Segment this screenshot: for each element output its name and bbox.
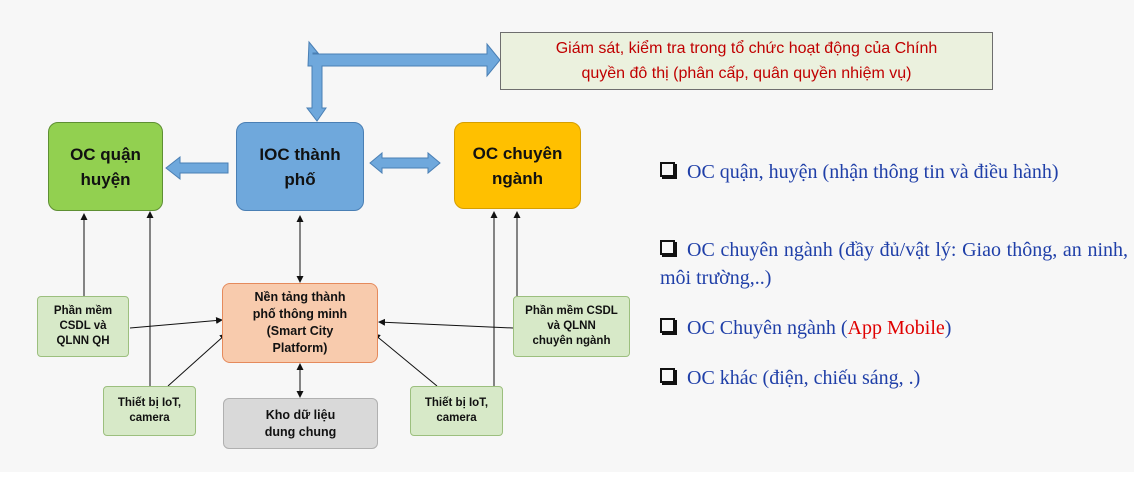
iot-right-to-platform-line [373,333,438,387]
oc-quan-huyen-node: OC quận huyện [48,122,163,211]
bullet-text: OC khác (điện, chiếu sáng, .) [687,367,921,389]
sw-nganh-label-1: Phần mềm CSDL [525,305,618,317]
bullet-red-text: App Mobile [847,317,945,339]
platform-label-4: Platform) [272,341,328,355]
ioc-notice-arrow [305,40,501,122]
sw-qh-label-1: Phần mềm [53,305,113,317]
iot-left-to-platform-line [167,333,227,387]
platform-label-1: Nền tảng thành [254,290,346,304]
bullet-item: OC Chuyên ngành (App Mobile) [660,314,1128,342]
bullet-tail-text: ) [944,317,952,339]
bullet-text: OC quận, huyện (nhận thông tin và điều h… [687,161,1059,183]
shared-data-store-node: Kho dữ liệu dung chung [223,398,378,449]
oc-chuyen-nganh-node: OC chuyên ngành [454,122,581,209]
bullet-item: OC khác (điện, chiếu sáng, .) [660,364,1128,392]
supervision-notice-box: Giám sát, kiểm tra trong tổ chức hoạt độ… [500,32,993,90]
ioc-label-2: phố [284,169,316,189]
bullet-text: OC Chuyên ngành ( [687,317,848,339]
ioc-label-1: IOC thành [259,144,341,164]
ioc-oc-nganh-arrow [369,151,441,175]
swqh-to-platform-line [129,317,223,329]
datastore-label-2: dung chung [264,424,337,439]
iot-left-label-2: camera [129,412,170,424]
oc-quan-label-2: huyện [80,169,131,189]
software-nganh-node: Phần mềm CSDL và QLNN chuyên ngành [513,296,630,357]
bullet-item: OC quận, huyện (nhận thông tin và điều h… [660,158,1128,186]
ioc-thanh-pho-node: IOC thành phố [236,122,364,211]
bullet-text: OC chuyên ngành (đầy đủ/vật lý: Giao thô… [660,239,1128,289]
sw-qh-label-3: QLNN QH [56,335,110,347]
oc-nganh-label-2: ngành [492,168,543,188]
notice-line-2: quyền đô thị (phân cấp, quân quyền nhiệm… [581,65,912,82]
iot-right-label-2: camera [436,412,477,424]
iot-left-label-1: Thiết bị IoT, [117,397,182,409]
ioc-to-oc-quan-arrow [165,155,229,181]
notice-line-1: Giám sát, kiểm tra trong tổ chức hoạt độ… [555,40,938,57]
oc-nganh-label-1: OC chuyên [472,143,563,163]
iot-right-label-1: Thiết bị IoT, [424,397,489,409]
sw-nganh-label-2: và QLNN [547,320,596,332]
iot-camera-right-node: Thiết bị IoT, camera [410,386,503,436]
iot-camera-left-node: Thiết bị IoT, camera [103,386,196,436]
checkbox-icon [660,318,675,333]
checkbox-icon [660,368,675,383]
platform-label-2: phố thông minh [252,307,348,321]
platform-label-3: (Smart City [266,324,334,338]
oc-quan-label-1: OC quận [70,144,141,164]
sw-qh-label-2: CSDL và [59,320,107,332]
sw-nganh-label-3: chuyên ngành [532,335,611,347]
bullet-item: OC chuyên ngành (đầy đủ/vật lý: Giao thô… [660,236,1128,292]
datastore-label-1: Kho dữ liệu [265,407,336,422]
swnganh-to-platform-line [378,318,514,329]
checkbox-icon [660,240,675,255]
checkbox-icon [660,162,675,177]
